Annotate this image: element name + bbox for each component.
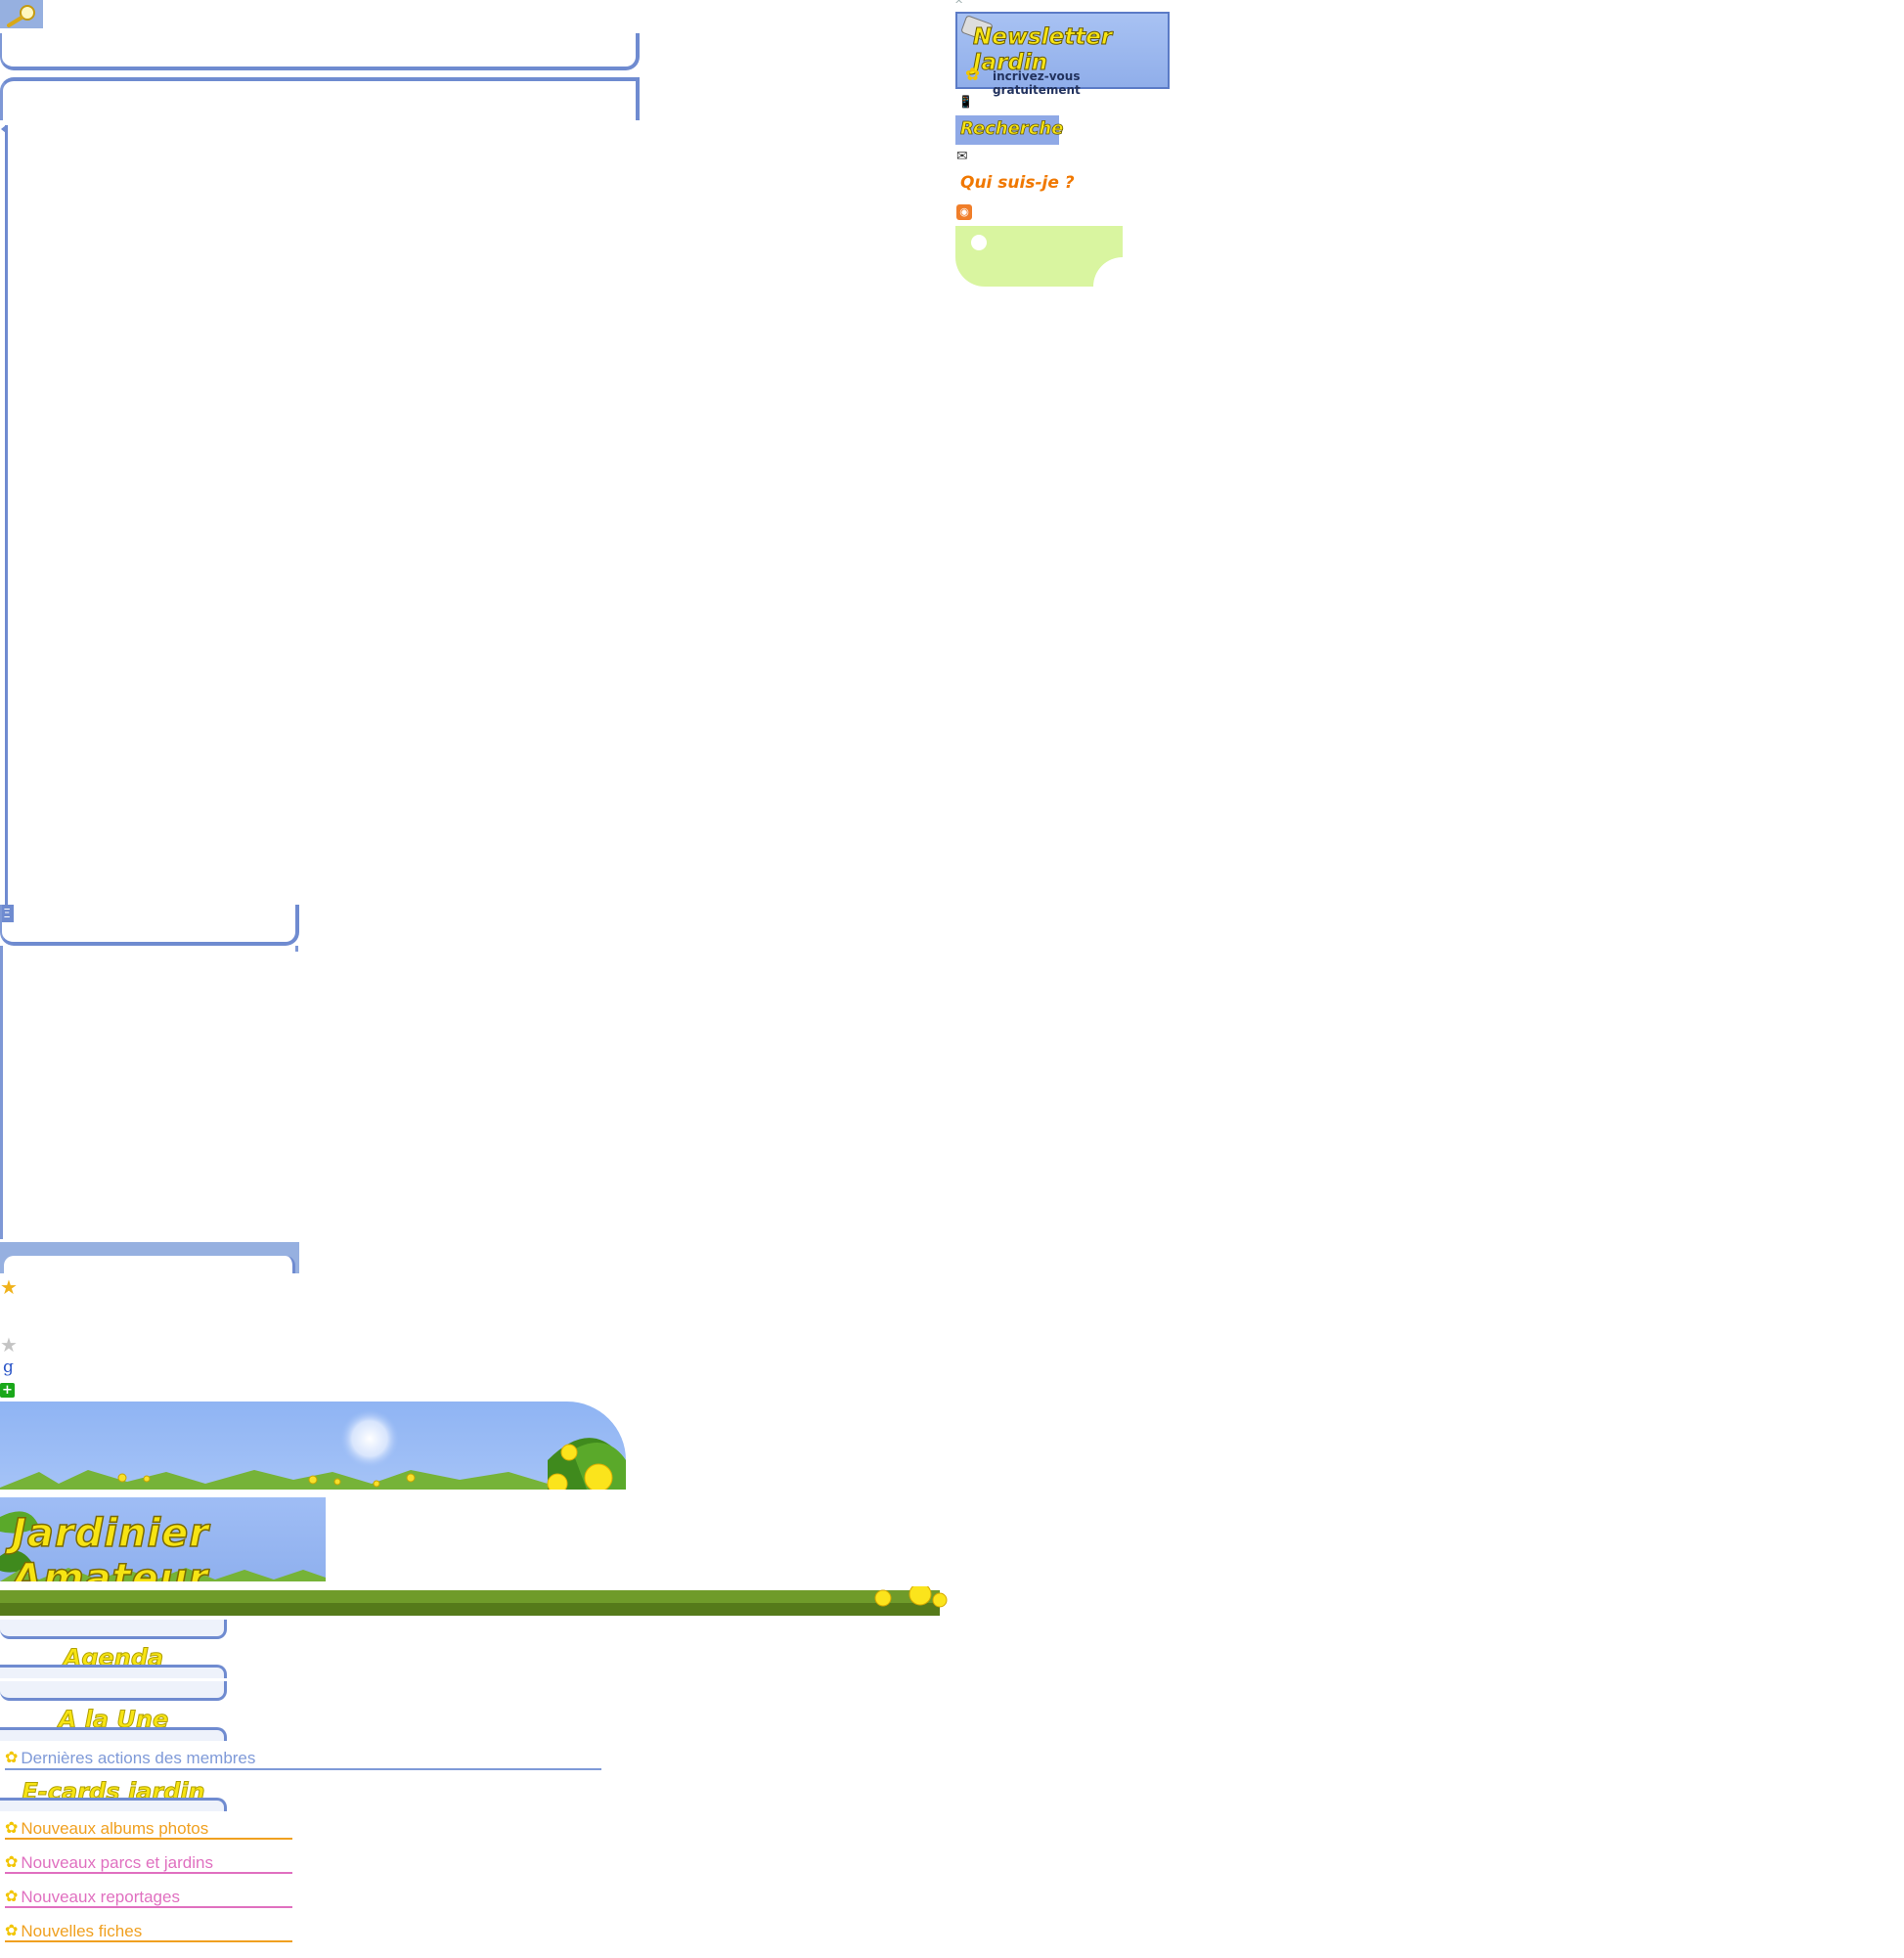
- menu-frame-a-la-une-bottom: [0, 1727, 227, 1741]
- newsletter-banner[interactable]: Newsletter Jardin ✿ incrivez-vous gratui…: [955, 12, 1170, 97]
- quiz-link[interactable]: Qui suis-je ?: [960, 173, 1075, 193]
- grass-divider-bar: [0, 1586, 948, 1616]
- magnifier-icon: [7, 5, 35, 27]
- flower-bullet-icon: ✿: [5, 1923, 19, 1939]
- site-logo[interactable]: Jardinier Amateur: [0, 1497, 326, 1581]
- sky-banner: [0, 1402, 626, 1490]
- google-icon[interactable]: g: [3, 1357, 14, 1377]
- flower-bullet-icon: ✿: [5, 1750, 19, 1766]
- bullet-dot-icon: [971, 235, 987, 250]
- sun-grass-illustration: [0, 1409, 626, 1490]
- link-nouveaux-reportages[interactable]: ✿ Nouveaux reportages: [5, 1888, 180, 1907]
- menu-frame-mid: [0, 1681, 227, 1701]
- add-plus-icon[interactable]: +: [0, 1383, 15, 1398]
- menu-frame-ecards-bottom: [0, 1798, 227, 1811]
- search-button[interactable]: Recherche: [955, 115, 1064, 145]
- mail-icon[interactable]: ✉: [956, 149, 968, 164]
- link-label: Nouveaux parcs et jardins: [21, 1853, 213, 1872]
- link-label: Nouveaux reportages: [21, 1888, 180, 1906]
- search-label: Recherche: [960, 118, 1064, 140]
- link-underline: [5, 1768, 601, 1770]
- top-frame-panel: [0, 33, 640, 70]
- chevron-up-icon[interactable]: ^: [954, 0, 964, 11]
- search-tab[interactable]: [0, 0, 43, 28]
- menu-frame-agenda-bottom: [0, 1665, 227, 1678]
- flower-bullet-icon: ✿: [5, 1820, 19, 1837]
- leaf-grass-decoration: [0, 1511, 326, 1581]
- link-underline: [5, 1838, 292, 1840]
- box-corner: [1093, 257, 1123, 287]
- favorite-star-icon[interactable]: ★: [0, 1275, 18, 1299]
- mobile-phone-icon[interactable]: 📱: [958, 95, 973, 109]
- link-underline: [5, 1906, 292, 1908]
- menu-frame-top: [0, 1620, 227, 1639]
- link-label: Nouvelles fiches: [21, 1922, 143, 1940]
- content-frame-bottom: [0, 905, 299, 946]
- flower-bullet-icon: ✿: [5, 1854, 19, 1871]
- sidebar-frame-footer: [0, 1242, 299, 1273]
- logo-text: Jardinier Amateur: [11, 1510, 209, 1581]
- newspaper-icon: [961, 16, 993, 41]
- link-nouvelles-fiches[interactable]: ✿ Nouvelles fiches: [5, 1922, 142, 1941]
- link-label: Dernières actions des membres: [21, 1749, 256, 1767]
- flower-icon: ✿: [965, 65, 981, 85]
- link-nouveaux-parcs[interactable]: ✿ Nouveaux parcs et jardins: [5, 1853, 213, 1873]
- content-frame-border: [1, 125, 8, 905]
- yellow-flowers-decoration: [874, 1586, 948, 1608]
- link-nouveaux-albums[interactable]: ✿ Nouveaux albums photos: [5, 1819, 208, 1839]
- link-dernieres-actions[interactable]: ✿ Dernières actions des membres: [5, 1749, 255, 1768]
- content-frame-panel: [0, 77, 640, 120]
- link-label: Nouveaux albums photos: [21, 1819, 209, 1838]
- sidebar-frame-border-right: [295, 946, 298, 952]
- newsletter-title: Newsletter Jardin: [973, 24, 1113, 76]
- green-info-box: [955, 226, 1123, 287]
- sidebar-frame-border: [0, 946, 3, 1239]
- flower-bullet-icon: ✿: [5, 1889, 19, 1905]
- link-underline: [5, 1940, 292, 1942]
- rating-star-icon[interactable]: ★: [0, 1333, 18, 1357]
- newsletter-subtitle: incrivez-vous gratuitement: [993, 69, 1081, 97]
- link-underline: [5, 1872, 292, 1874]
- rss-icon[interactable]: ◉: [956, 204, 972, 220]
